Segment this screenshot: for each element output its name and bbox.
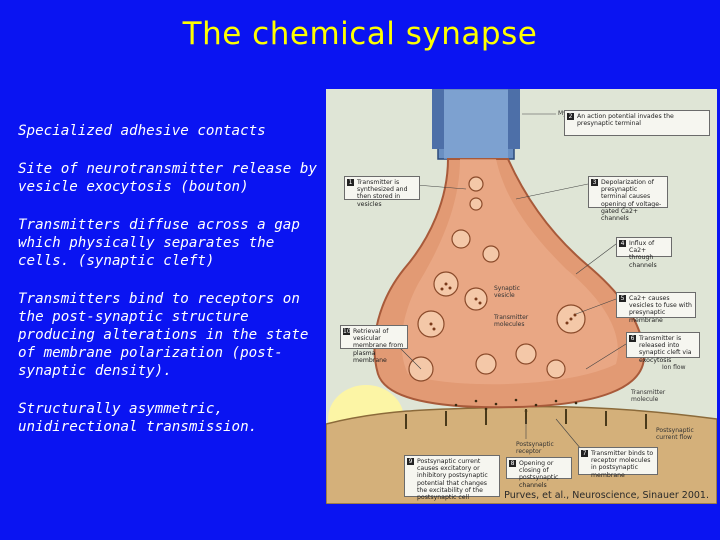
label-synaptic-vesicle: Synaptic vesicle <box>494 285 520 299</box>
step-6-box: 6 Transmitter is released into synaptic … <box>626 332 700 364</box>
step-10-box: 10 Retrieval of vesicular membrane from … <box>340 325 408 364</box>
bullet-list: Specialized adhesive contacts Site of ne… <box>18 122 323 456</box>
step-10-text: Retrieval of vesicular membrane from pla… <box>353 328 404 364</box>
step-6-text: Transmitter is released into synaptic cl… <box>639 335 692 364</box>
bullet-postsynaptic-density: Transmitters bind to receptors on the po… <box>18 291 309 379</box>
step-1-text: Transmitter is synthesized and then stor… <box>357 179 408 208</box>
step-8-box: 8 Opening or closing of postsynaptic cha… <box>506 457 572 489</box>
step-3-text: Depolarization of presynaptic terminal c… <box>601 179 662 223</box>
step-3-box: 3 Depolarization of presynaptic terminal… <box>588 176 668 222</box>
transmitter-molecules <box>454 398 578 413</box>
label-postsynaptic-current: Postsynaptic current flow <box>656 427 694 441</box>
bullet-neurotransmitter-release: Site of neurotransmitter release by vesi… <box>18 161 317 195</box>
label-ion-flow: Ion flow <box>662 364 686 371</box>
step-5-text: Ca2+ causes vesicles to fuse with presyn… <box>629 295 692 324</box>
step-4-box: 4 Influx of Ca2+ through channels <box>616 237 672 269</box>
step-2-box: 2 An action potential invades the presyn… <box>564 110 710 136</box>
step-1-box: 1 Transmitter is synthesized and then st… <box>344 176 420 208</box>
step-8-text: Opening or closing of postsynaptic chann… <box>519 460 559 489</box>
step-7-box: 7 Transmitter binds to receptor molecule… <box>578 447 658 479</box>
step-4-text: Influx of Ca2+ through channels <box>629 240 657 269</box>
label-transmitter-molecules: Transmitter molecules <box>494 314 529 328</box>
synapse-illustration: Myelin Synaptic vesicle Transmitter mole… <box>326 89 717 504</box>
synaptic-vesicles <box>408 176 586 382</box>
step-9-box: 9 Postsynaptic current causes excitatory… <box>404 455 500 501</box>
myelin-sheath <box>432 89 444 149</box>
bullet-synaptic-cleft: Transmitters diffuse across a gap which … <box>18 217 300 269</box>
step-2-text: An action potential invades the presynap… <box>577 113 674 128</box>
step-9-text: Postsynaptic current causes excitatory o… <box>417 458 488 502</box>
synapse-drawing <box>326 89 717 504</box>
bullet-adhesive-contacts: Specialized adhesive contacts <box>18 123 266 139</box>
label-postsynaptic-receptor: Postsynaptic receptor <box>516 441 554 455</box>
step-7-text: Transmitter binds to receptor molecules … <box>591 450 654 479</box>
label-transmitter-molecule: Transmitter molecule <box>631 389 666 403</box>
figure-credit: Purves, et al., Neuroscience, Sinauer 20… <box>504 490 709 501</box>
step-5-box: 5 Ca2+ causes vesicles to fuse with pres… <box>616 292 696 324</box>
slide-title: The chemical synapse <box>182 16 538 52</box>
bullet-asymmetric-transmission: Structurally asymmetric, unidirectional … <box>18 401 258 435</box>
